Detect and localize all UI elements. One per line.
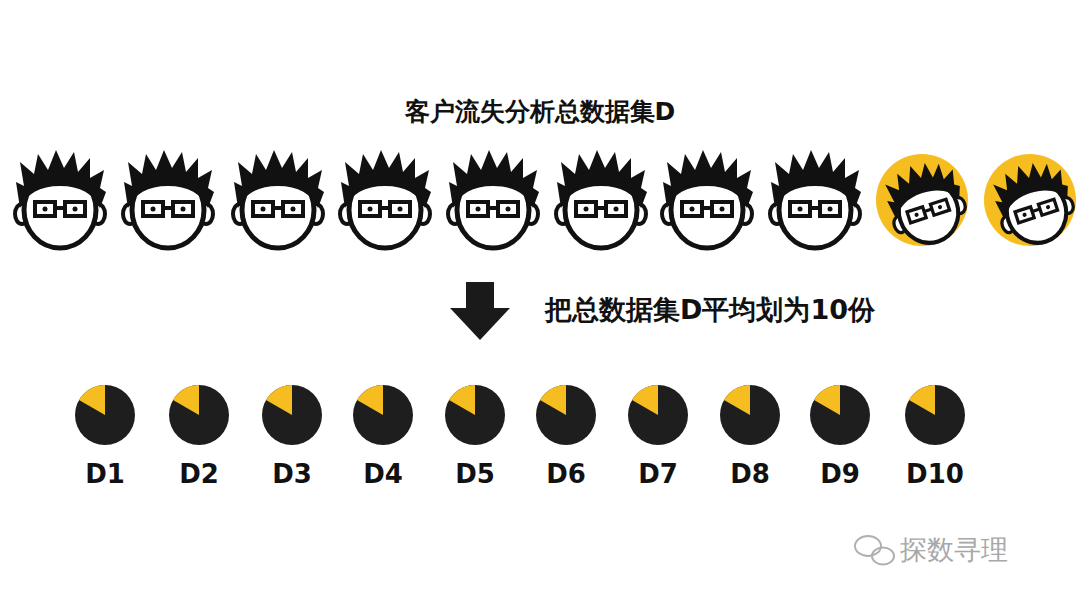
subset-label: D3 [247, 459, 337, 489]
pie-icon [154, 383, 244, 449]
data-subset: D4 [338, 383, 428, 489]
subset-label: D8 [705, 459, 795, 489]
pie-body [536, 385, 596, 445]
subset-label: D4 [338, 459, 428, 489]
wechat-icon [855, 536, 894, 565]
pie-slice [814, 385, 840, 415]
subset-label: D5 [430, 459, 520, 489]
pie-icon [338, 383, 428, 449]
churned-face [984, 153, 1080, 252]
pie-body [262, 385, 322, 445]
data-subset: D5 [430, 383, 520, 489]
pie-slice [266, 385, 292, 415]
subset-label: D9 [795, 459, 885, 489]
split-note: 把总数据集D平均划为10份 [545, 292, 875, 328]
customer-face [233, 150, 324, 248]
pie-icon [613, 383, 703, 449]
pie-icon [705, 383, 795, 449]
subset-label: D6 [521, 459, 611, 489]
churned-face [876, 153, 974, 252]
customer-face [556, 150, 647, 248]
pie-slice [632, 385, 658, 415]
data-subset: D3 [247, 383, 337, 489]
pie-body [353, 385, 413, 445]
data-subset: D10 [890, 383, 980, 489]
data-subset: D8 [705, 383, 795, 489]
pie-icon [890, 383, 980, 449]
pie-slice [724, 385, 750, 415]
pie-body [75, 385, 135, 445]
subset-label: D1 [60, 459, 150, 489]
diagram-title: 客户流失分析总数据集D [405, 95, 676, 128]
data-subset: D1 [60, 383, 150, 489]
pie-slice [449, 385, 475, 415]
watermark: 探数寻理 [900, 532, 1008, 568]
pie-slice [909, 385, 935, 415]
data-subset: D7 [613, 383, 703, 489]
customer-face [123, 150, 214, 248]
customer-face [340, 150, 431, 248]
subset-label: D10 [890, 459, 980, 489]
pie-slice [173, 385, 199, 415]
pie-icon [430, 383, 520, 449]
pie-icon [521, 383, 611, 449]
pie-body [628, 385, 688, 445]
pie-body [169, 385, 229, 445]
customer-face [15, 150, 106, 248]
pie-slice [540, 385, 566, 415]
pie-body [905, 385, 965, 445]
subset-label: D2 [154, 459, 244, 489]
subset-label: D7 [613, 459, 703, 489]
customer-face [770, 150, 861, 248]
down-arrow [450, 282, 510, 340]
data-subset: D6 [521, 383, 611, 489]
pie-slice [79, 385, 105, 415]
pie-icon [795, 383, 885, 449]
pie-slice [357, 385, 383, 415]
pie-body [810, 385, 870, 445]
pie-icon [247, 383, 337, 449]
pie-icon [60, 383, 150, 449]
customer-face [662, 150, 753, 248]
data-subset: D9 [795, 383, 885, 489]
pie-body [445, 385, 505, 445]
data-subset: D2 [154, 383, 244, 489]
customer-face [448, 150, 539, 248]
pie-body [720, 385, 780, 445]
